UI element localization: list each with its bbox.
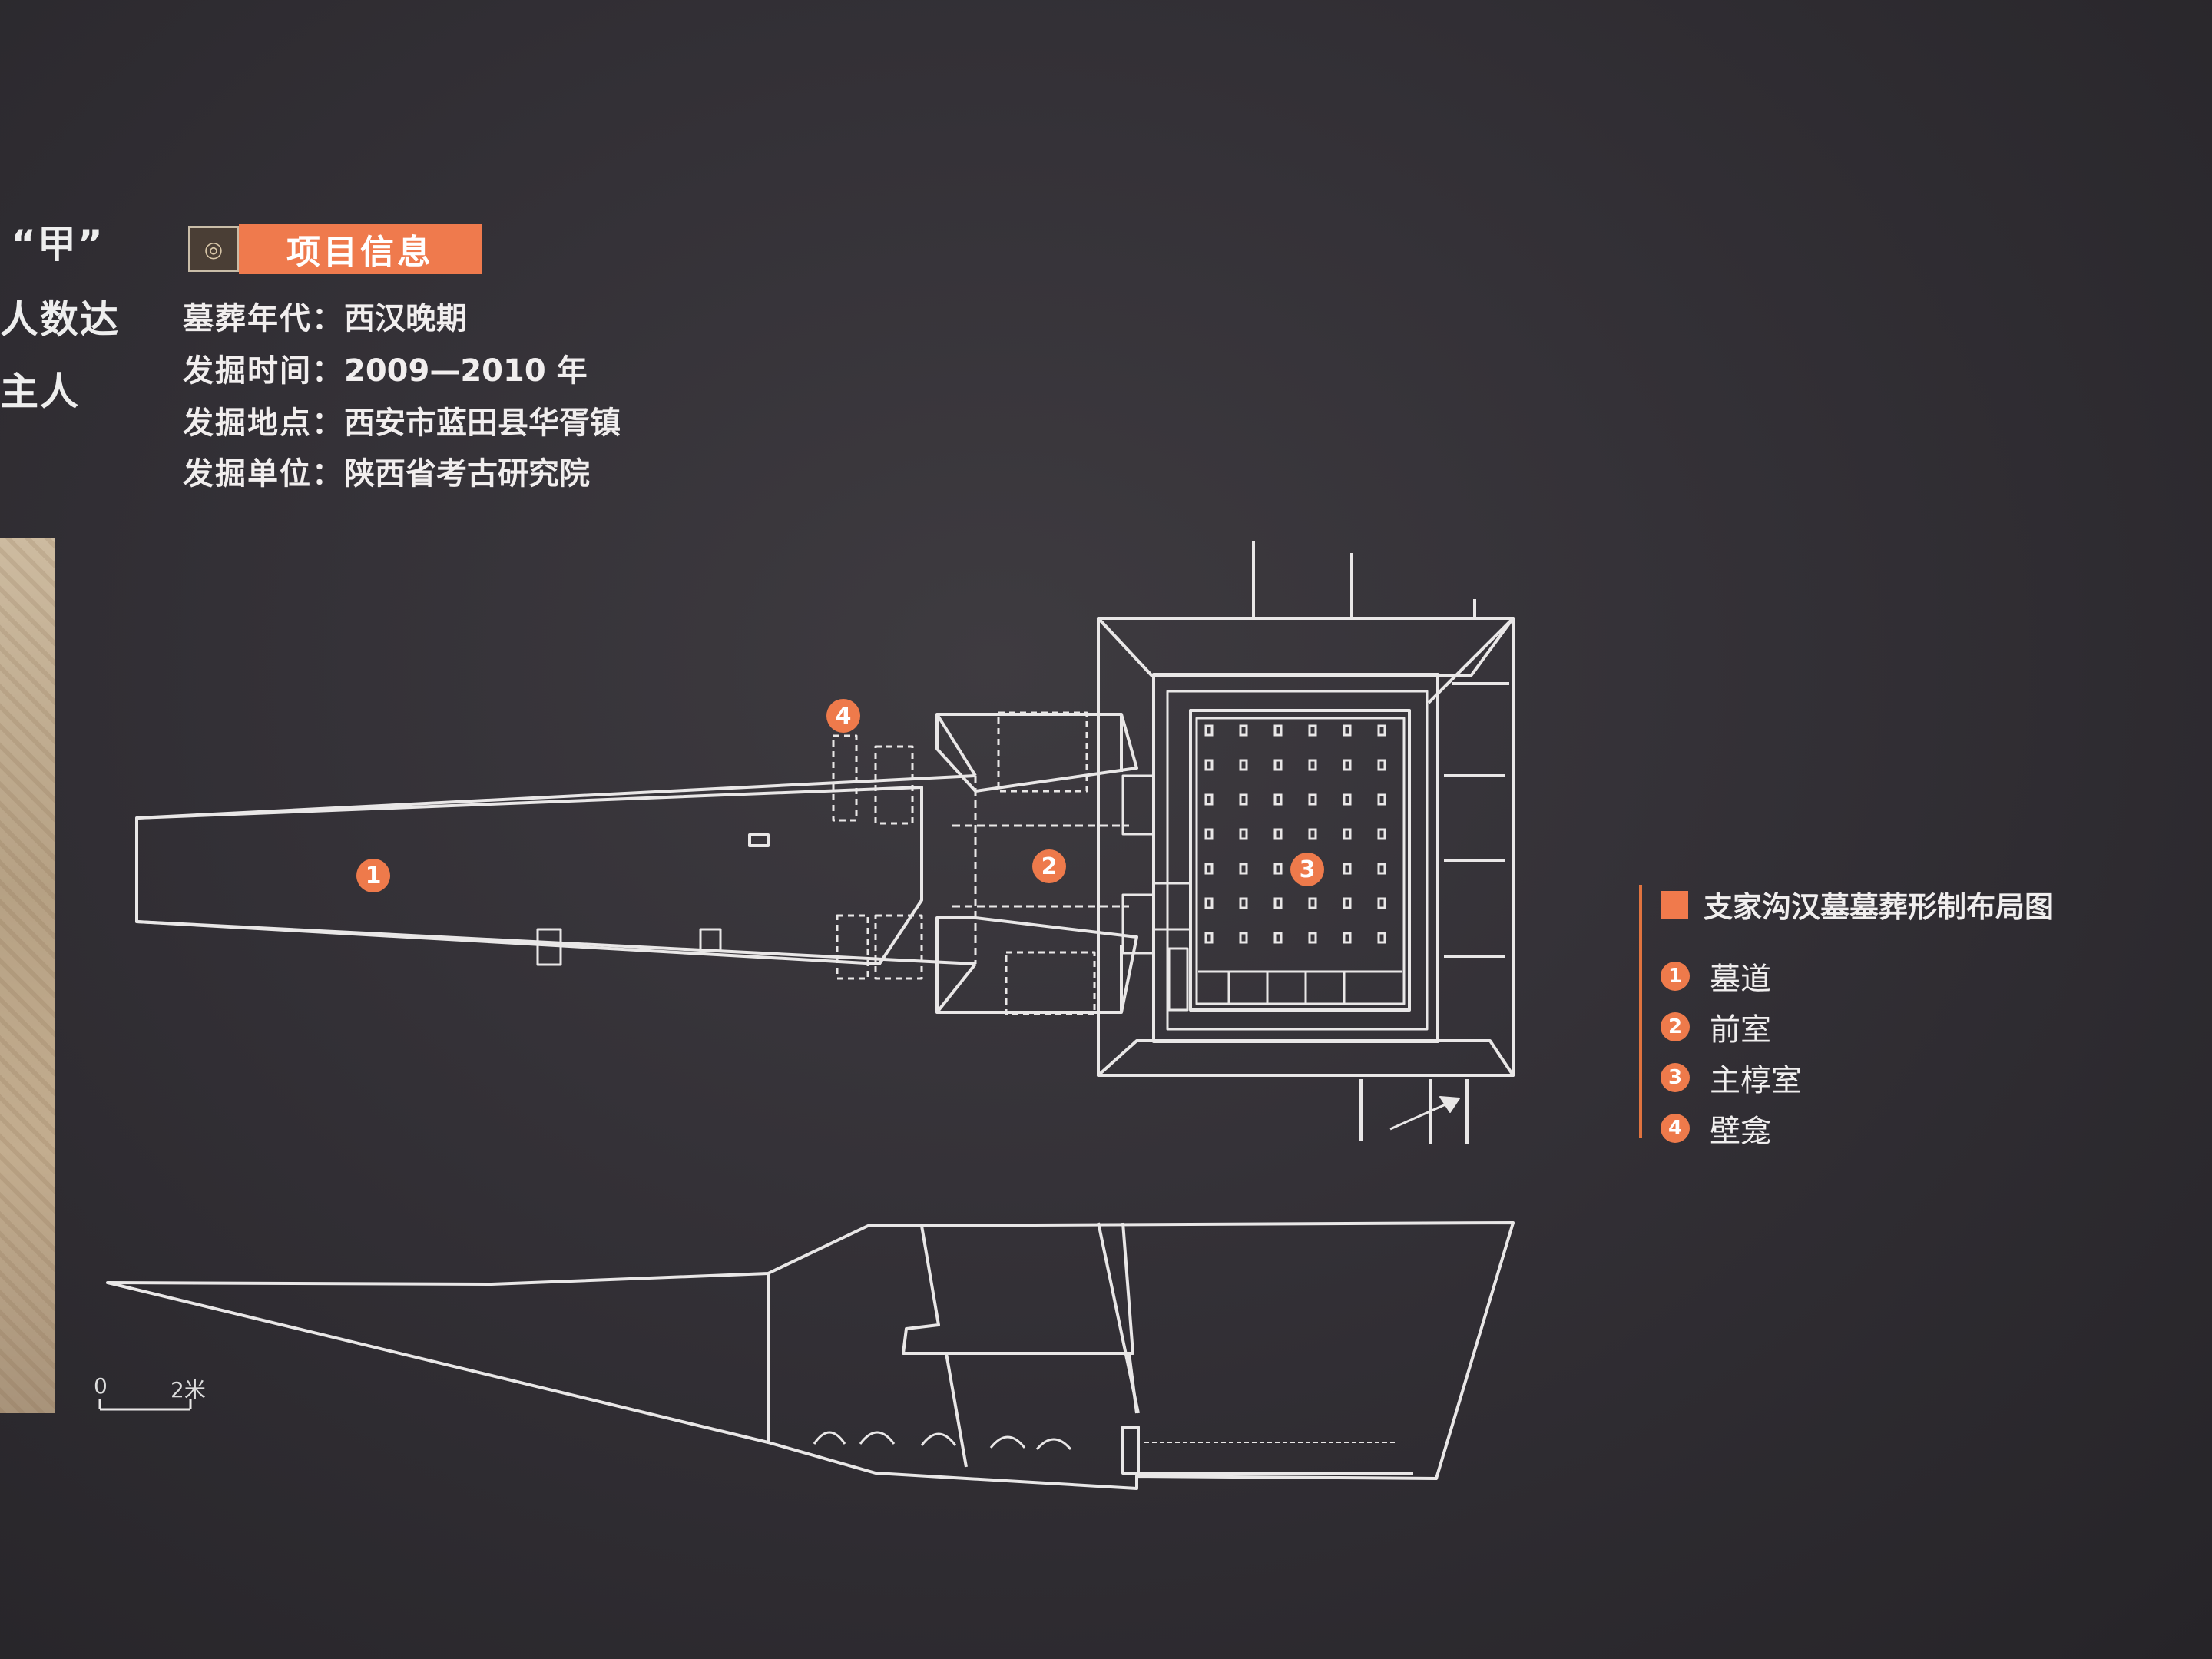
column-base <box>1239 759 1248 771</box>
legend-title-text: 支家沟汉墓墓葬形制布局图 <box>1704 890 2055 924</box>
info-key: 墓葬年代： <box>183 301 344 336</box>
legend-label: 主椁室 <box>1710 1063 1802 1098</box>
painting-edge <box>0 538 55 1413</box>
column-base <box>1343 863 1352 875</box>
legend-item: 3 主椁室 <box>1661 1055 1802 1100</box>
info-key: 发掘时间： <box>183 353 344 389</box>
column-base <box>1377 897 1386 909</box>
marker-coffin-chamber: 3 <box>1290 853 1324 886</box>
column-base <box>1273 863 1283 875</box>
column-base <box>1273 897 1283 909</box>
marker-niche: 4 <box>826 699 860 733</box>
scale-zero: 0 <box>94 1373 108 1399</box>
info-key: 发掘单位： <box>183 456 344 492</box>
column-base <box>1377 793 1386 806</box>
legend-number: 3 <box>1661 1063 1690 1092</box>
column-base <box>1273 932 1283 944</box>
column-base <box>1308 897 1317 909</box>
coffin-chamber-outline <box>1189 709 1411 1012</box>
left-cut-text-3: 主人 <box>0 369 80 414</box>
column-base <box>1204 793 1214 806</box>
column-base <box>1204 759 1214 771</box>
info-value: 陕西省考古研究院 <box>344 456 590 492</box>
column-base <box>1239 932 1248 944</box>
column-base <box>1273 759 1283 771</box>
marker-dromos: 1 <box>356 859 390 892</box>
legend-item: 4 壁龛 <box>1661 1106 1771 1151</box>
column-base <box>1273 724 1283 737</box>
info-line-unit: 发掘单位：陕西省考古研究院 <box>183 449 590 493</box>
column-base <box>1377 932 1386 944</box>
column-base <box>1273 793 1283 806</box>
info-logo-icon: ◎ <box>188 226 239 272</box>
column-base <box>1308 759 1317 771</box>
column-base <box>1204 897 1214 909</box>
info-value: 西汉晚期 <box>344 301 467 336</box>
column-base <box>1343 724 1352 737</box>
column-base <box>1239 863 1248 875</box>
column-base <box>1308 932 1317 944</box>
column-base <box>1343 828 1352 840</box>
info-value: 2009—2010 年 <box>344 353 588 389</box>
column-base <box>1204 828 1214 840</box>
info-title: 项目信息 <box>239 224 482 274</box>
info-header: ◎ 项目信息 <box>188 223 482 275</box>
left-cut-text-1: “甲” <box>11 222 104 267</box>
scale-length: 2米 <box>171 1377 206 1402</box>
front-chamber-outline <box>935 713 1138 793</box>
legend-label: 前室 <box>1710 1012 1771 1048</box>
column-base <box>1239 897 1248 909</box>
column-base <box>1377 759 1386 771</box>
legend-label: 墓道 <box>1710 962 1771 997</box>
column-base <box>1308 828 1317 840</box>
info-line-location: 发掘地点：西安市蓝田县华胥镇 <box>183 398 621 442</box>
legend-square-icon <box>1661 890 1688 919</box>
column-base <box>1204 863 1214 875</box>
section-drawing <box>106 1221 1515 1490</box>
info-line-era: 墓葬年代：西汉晚期 <box>183 293 467 338</box>
column-base <box>1377 863 1386 875</box>
column-base <box>1308 724 1317 737</box>
legend-label: 壁龛 <box>1710 1114 1771 1149</box>
column-base <box>1239 793 1248 806</box>
scale-bar <box>98 1399 192 1411</box>
info-line-date: 发掘时间：2009—2010 年 <box>183 346 588 390</box>
column-base <box>1204 932 1214 944</box>
marker-front-chamber: 2 <box>1032 849 1066 883</box>
column-base <box>1377 828 1386 840</box>
column-base <box>1239 828 1248 840</box>
left-cut-text-2: 人数达 <box>0 297 120 342</box>
column-base <box>1204 724 1214 737</box>
column-base <box>1343 932 1352 944</box>
main-pit-outline <box>1097 617 1515 1077</box>
legend-number: 1 <box>1661 962 1690 991</box>
column-base <box>1308 793 1317 806</box>
column-base <box>1239 724 1248 737</box>
legend-number: 4 <box>1661 1114 1690 1143</box>
column-base <box>1273 828 1283 840</box>
legend-bar <box>1639 885 1642 1138</box>
info-key: 发掘地点： <box>183 406 344 441</box>
column-base <box>1343 793 1352 806</box>
legend-item: 1 墓道 <box>1661 954 1771 998</box>
legend-item: 2 前室 <box>1661 1005 1771 1049</box>
column-base <box>1377 724 1386 737</box>
column-base <box>1343 897 1352 909</box>
info-value: 西安市蓝田县华胥镇 <box>344 406 621 441</box>
column-base <box>1343 759 1352 771</box>
legend-number: 2 <box>1661 1012 1690 1041</box>
dromos-outline <box>135 786 923 965</box>
legend-title: 支家沟汉墓墓葬形制布局图 <box>1661 883 2054 926</box>
